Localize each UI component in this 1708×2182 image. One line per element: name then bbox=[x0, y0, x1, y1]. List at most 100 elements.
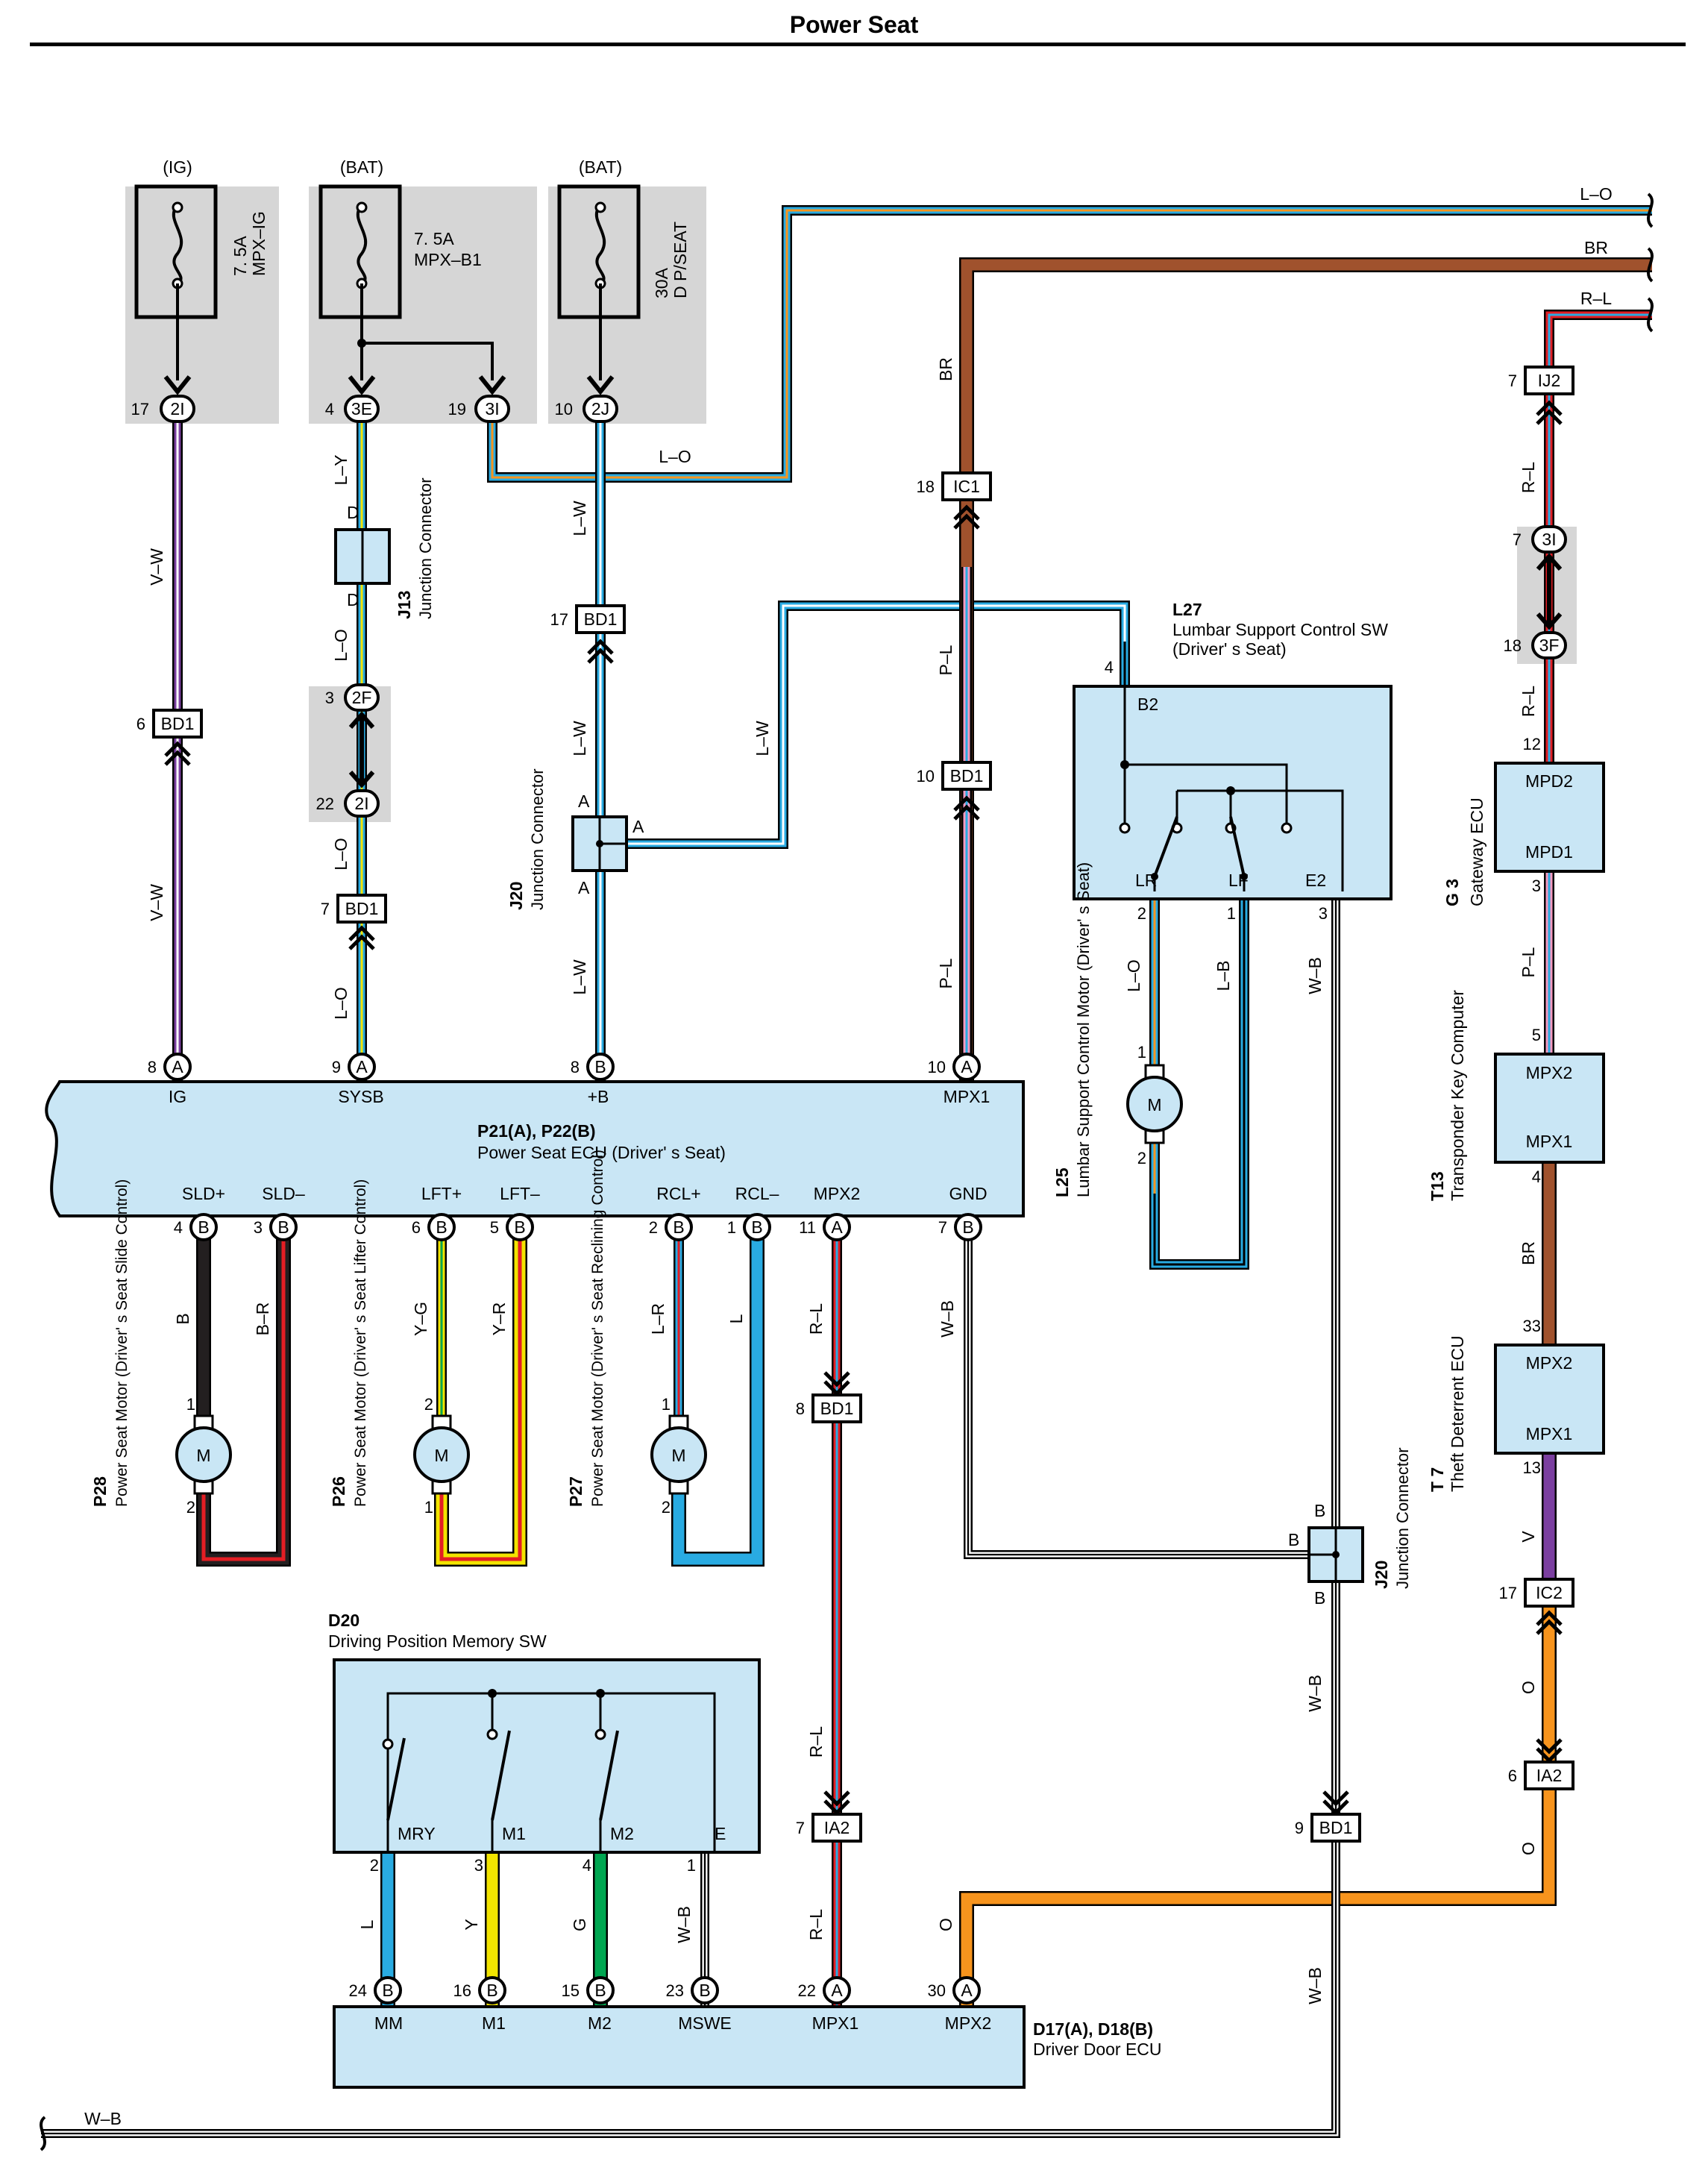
j13-code: J13 bbox=[395, 591, 414, 619]
pin-3-sld: 3 bbox=[254, 1218, 263, 1237]
junction-connector-j13: D D J13 Junction Connector bbox=[334, 477, 435, 619]
conn-bd1-9-shape bbox=[1310, 1813, 1361, 1843]
chev-ic1 bbox=[953, 504, 980, 530]
wire-l-b-lumbar-lf-stripe bbox=[1153, 899, 1246, 1266]
chev-ic2 bbox=[1536, 1610, 1563, 1635]
ecu-pin-lft-minus-label: B bbox=[514, 1217, 525, 1237]
pin-2-recline: 2 bbox=[662, 1498, 671, 1517]
label-l-o-lumbar: L–O bbox=[1124, 959, 1143, 991]
label-br-right: BR bbox=[1584, 238, 1608, 257]
chev-bd1-8 bbox=[823, 1371, 850, 1396]
conn-3i-right-shape bbox=[1531, 525, 1567, 554]
conn-3i-3f-link bbox=[1536, 553, 1563, 630]
theft-deterrent-ecu: MPX2 MPX1 T 7 Theft Deterrent ECU bbox=[1428, 1335, 1605, 1492]
p26-name: Power Seat Motor (Driver' s Seat Lifter … bbox=[352, 1179, 369, 1507]
pin-7-gnd: 7 bbox=[938, 1218, 947, 1237]
conn-ic2-shape bbox=[1524, 1578, 1574, 1608]
pin-22-2i: 22 bbox=[316, 794, 334, 813]
conn-bd1-8-label: BD1 bbox=[820, 1399, 854, 1418]
conn-3i-top-label: 3I bbox=[485, 399, 499, 418]
transponder-key-computer: MPX2 MPX1 T13 Transponder Key Computer bbox=[1428, 990, 1605, 1201]
ecu-term-ig: IG bbox=[169, 1087, 186, 1106]
conn-bd1-9-label: BD1 bbox=[1319, 1818, 1353, 1837]
label-br-t13: BR bbox=[1519, 1241, 1538, 1265]
door-pin-mm-shape bbox=[374, 1976, 402, 2004]
l27-term-b2: B2 bbox=[1137, 695, 1158, 714]
pin-1-lumbar: 1 bbox=[1137, 1043, 1146, 1062]
door-pin-mswe-label: B bbox=[699, 1981, 710, 2000]
fuse-mpx-b1: 7. 5A MPX–B1 bbox=[318, 184, 482, 319]
ecu-pin-gnd-label: B bbox=[962, 1217, 973, 1237]
ecu-term-sld-minus: SLD– bbox=[262, 1184, 305, 1203]
label-l-o-bd1: L–O bbox=[331, 987, 351, 1019]
conn-3f-shape bbox=[1531, 631, 1567, 659]
label-r-l-right: R–L bbox=[1580, 289, 1612, 308]
label-l-mm: L bbox=[357, 1919, 377, 1929]
d17-term-mswe: MSWE bbox=[678, 2013, 732, 2033]
d17-term-m2: M2 bbox=[588, 2013, 612, 2033]
door-pin-m1-label: B bbox=[486, 1981, 497, 2000]
label-l-o-right: L–O bbox=[1580, 184, 1612, 204]
d20-term-e: E bbox=[715, 1824, 726, 1843]
chev-ia2-6 bbox=[1536, 1738, 1563, 1764]
pin-6-bd1: 6 bbox=[136, 715, 145, 733]
ecu-term-plusb: +B bbox=[588, 1087, 609, 1106]
fuse-mpx-ig-name: MPX–IG bbox=[249, 211, 269, 276]
j20u-name: Junction Connector bbox=[528, 768, 547, 910]
t7-term-mpx1: MPX1 bbox=[1526, 1424, 1573, 1443]
driver-door-ecu: MM M1 M2 MSWE MPX1 MPX2 D17(A), D18(B) D… bbox=[333, 2005, 1162, 2089]
chev-bd1-17 bbox=[587, 639, 614, 664]
fuse-mpx-ig: 7. 5A MPX–IG bbox=[134, 184, 269, 319]
wire-w-b-door-stripe bbox=[41, 1581, 1337, 2135]
pin-9-sysb: 9 bbox=[332, 1058, 341, 1076]
l27-name: Lumbar Support Control SW bbox=[1172, 620, 1388, 639]
g3-term-mpd1: MPD1 bbox=[1525, 842, 1573, 862]
pin-23-mswe: 23 bbox=[666, 1981, 684, 2000]
wire-o-door-outline bbox=[959, 1604, 1557, 2007]
j20u-code: J20 bbox=[506, 882, 526, 910]
ecu-term-sysb: SYSB bbox=[338, 1087, 383, 1106]
fuse-mpx-ig-rating: 7. 5A bbox=[230, 236, 250, 276]
label-r-l-ia2-upper: R–L bbox=[806, 1726, 826, 1758]
j20u-pin-a-right: A bbox=[632, 817, 644, 836]
label-b-r-slide: B–R bbox=[253, 1302, 272, 1336]
label-w-b-lower: W–B bbox=[1305, 1967, 1325, 2004]
t13-name: Transponder Key Computer bbox=[1448, 990, 1467, 1201]
l25-code: L25 bbox=[1052, 1167, 1072, 1197]
j13-name: Junction Connector bbox=[416, 477, 435, 619]
conn-bd1-17-label: BD1 bbox=[584, 609, 618, 629]
pin-10-2j: 10 bbox=[555, 400, 573, 418]
chev-ia2-7 bbox=[823, 1790, 850, 1816]
p26-code: P26 bbox=[329, 1476, 348, 1507]
l25-name-1: Lumbar Support Control Motor (Driver' s … bbox=[1074, 862, 1093, 1197]
motor-slide-shape bbox=[175, 1426, 232, 1483]
j20u-pin-a-top: A bbox=[578, 791, 590, 811]
wire-l-o-top-stripe bbox=[491, 209, 1652, 479]
d17-term-m1: M1 bbox=[482, 2013, 506, 2033]
conn-ic1-label: IC1 bbox=[953, 477, 980, 496]
ecu-pin-rcl-plus-shape bbox=[665, 1213, 693, 1241]
label-w-b-bottom: W–B bbox=[84, 2109, 122, 2128]
fuse-d-pseat-rating: 30A bbox=[652, 267, 671, 298]
pin-7-ia2: 7 bbox=[796, 1819, 805, 1837]
ecu-pin-gnd-shape bbox=[954, 1213, 982, 1241]
pin-2-lift: 2 bbox=[424, 1395, 433, 1414]
t7-term-mpx2: MPX2 bbox=[1526, 1353, 1573, 1373]
j20l-pin-b-top: B bbox=[1314, 1501, 1325, 1520]
label-o-door: O bbox=[936, 1918, 955, 1931]
ecu-pin-sld-minus-shape bbox=[269, 1213, 298, 1241]
wire-b-r-slide-stripe bbox=[201, 1232, 286, 1561]
ecu-term-sld-plus: SLD+ bbox=[182, 1184, 225, 1203]
ecu-pin-plusb-label: B bbox=[594, 1057, 606, 1076]
motor-lumbar-shape bbox=[1126, 1076, 1183, 1132]
label-l-w-lower: L–W bbox=[570, 959, 589, 995]
label-w-b-gnd: W–B bbox=[938, 1300, 957, 1338]
conn-ia2-6-label: IA2 bbox=[1536, 1766, 1563, 1785]
p28-name: Power Seat Motor (Driver' s Seat Slide C… bbox=[113, 1179, 131, 1507]
j20l-pin-b-bottom: B bbox=[1314, 1588, 1325, 1608]
l25-name-text: Lumbar Support Control Motor (Driver' s … bbox=[1074, 862, 1093, 1197]
pin-8-plusb: 8 bbox=[571, 1058, 580, 1076]
junction-connector-j20-upper: A A A J20 Junction Connector bbox=[506, 768, 644, 910]
wire-y-r-lift-core bbox=[436, 1232, 526, 1565]
door-pin-mpx1-label: A bbox=[831, 1981, 843, 2000]
